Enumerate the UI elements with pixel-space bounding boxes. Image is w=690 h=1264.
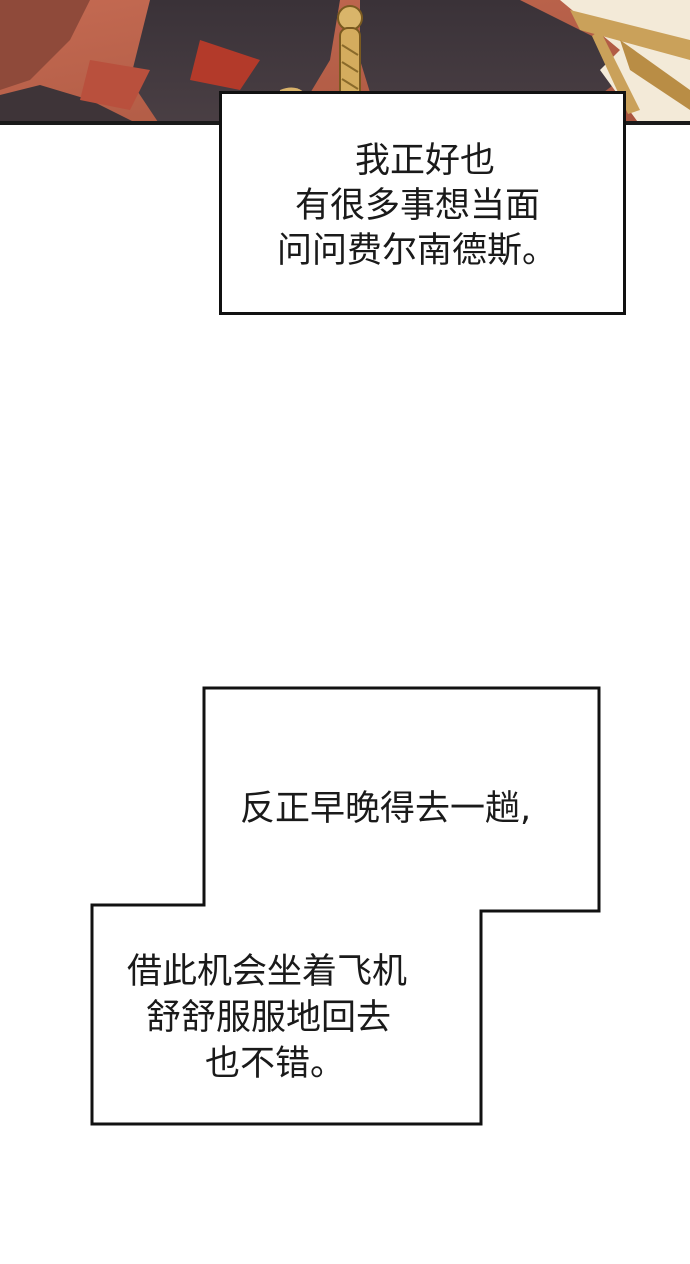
panel-illustration-icon — [0, 0, 690, 125]
caption-2-line-4: 也不错。 — [205, 1044, 346, 1084]
caption-1-line-3: 问问费尔南德斯。 — [277, 231, 558, 271]
caption-2-line-1: 反正早晚得去一趟, — [240, 789, 532, 829]
caption-1-line-2: 有很多事想当面 — [295, 186, 541, 226]
caption-1-line-1: 我正好也 — [355, 141, 496, 181]
comic-panel-art — [0, 0, 690, 125]
caption-2-line-3: 舒舒服服地回去 — [146, 998, 392, 1038]
caption-box-1: 我正好也 有很多事想当面 问问费尔南德斯。 — [219, 91, 626, 315]
caption-2-line-2: 借此机会坐着飞机 — [127, 952, 408, 992]
